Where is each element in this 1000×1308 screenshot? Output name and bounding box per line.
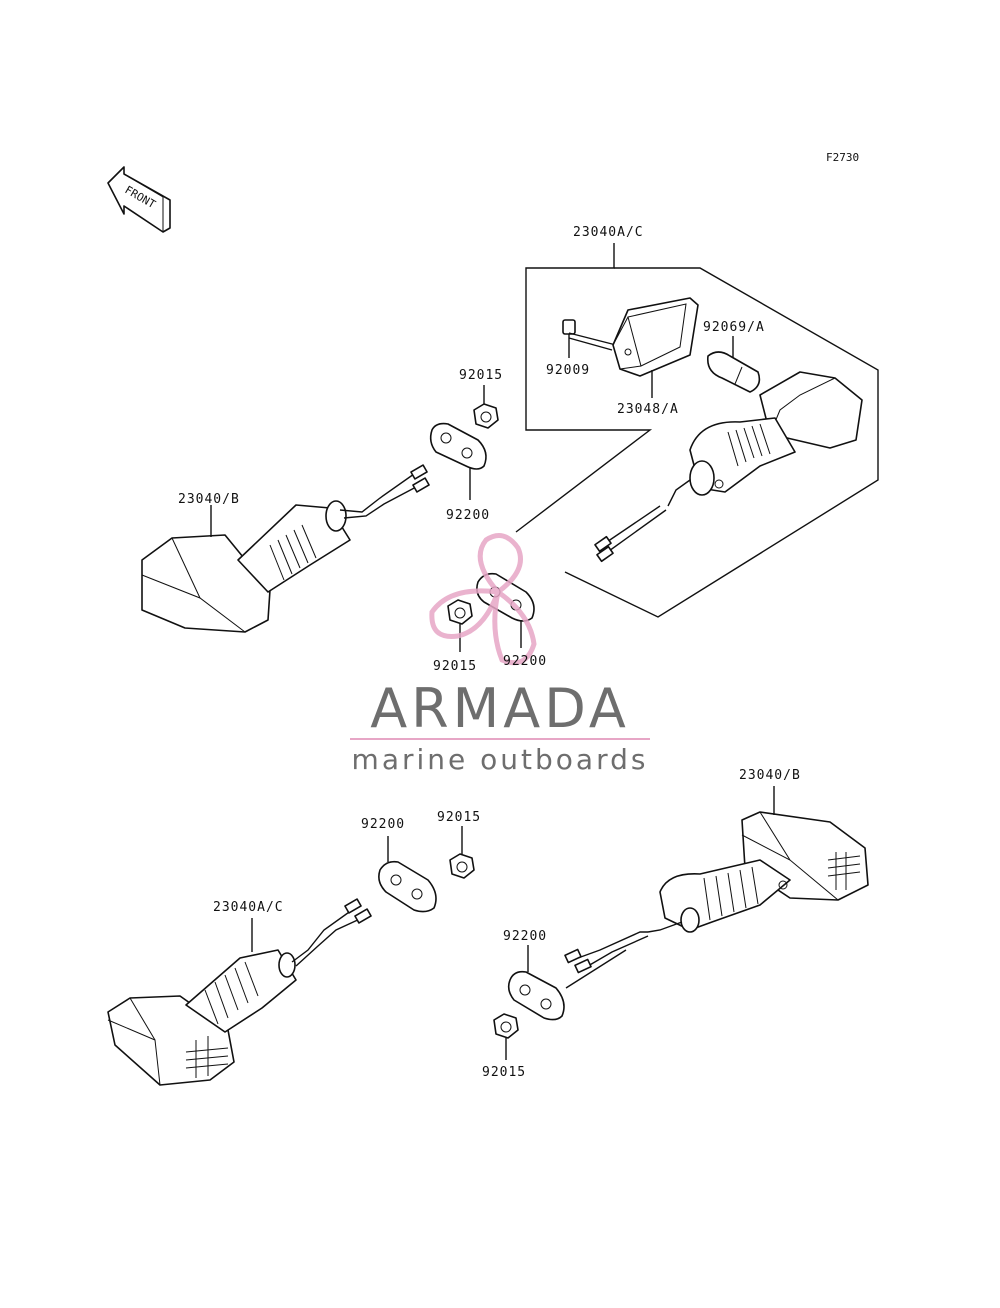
part-label: 23040A/C — [573, 225, 644, 240]
part-label: 92069/A — [703, 320, 765, 335]
bulb-icon — [706, 336, 761, 393]
washer-plate-icon — [429, 422, 487, 500]
washer-plate-icon-3 — [507, 945, 565, 1021]
watermark-brand: ARMADA — [370, 677, 630, 740]
nut-icon-2 — [447, 599, 473, 652]
nut-icon-4 — [449, 826, 475, 879]
figure-code: F2730 — [826, 151, 859, 164]
part-label: 92200 — [503, 654, 547, 669]
washer-plate-icon-4 — [378, 836, 437, 913]
part-label: 23040/B — [178, 492, 240, 507]
nut-icon-3 — [493, 1013, 519, 1060]
part-label: 92200 — [503, 929, 547, 944]
lens-icon — [612, 297, 699, 398]
part-label: 92015 — [459, 368, 503, 383]
part-label: 23040A/C — [213, 900, 284, 915]
watermark-tagline: marine outboards — [352, 743, 649, 776]
propeller-icon — [429, 533, 537, 666]
turn-signal-upper-left — [141, 464, 430, 633]
nut-icon — [473, 385, 499, 429]
front-arrow-icon: FRONT — [107, 166, 171, 233]
part-label: 92009 — [546, 363, 590, 378]
armada-logo — [429, 533, 537, 666]
turn-signal-lower-right — [564, 786, 869, 989]
assembly-bracket-right — [515, 243, 879, 618]
turn-signal-lower-left — [107, 898, 372, 1086]
part-label: 92200 — [446, 508, 490, 523]
bolt-icon — [562, 319, 617, 358]
part-label: 92015 — [437, 810, 481, 825]
part-label: 92015 — [482, 1065, 526, 1080]
part-label: 23040/B — [739, 768, 801, 783]
turn-signal-upper-right — [594, 371, 863, 563]
part-label: 23048/A — [617, 402, 679, 417]
watermark-divider — [350, 738, 650, 740]
part-label: 92200 — [361, 817, 405, 832]
part-label: 92015 — [433, 659, 477, 674]
